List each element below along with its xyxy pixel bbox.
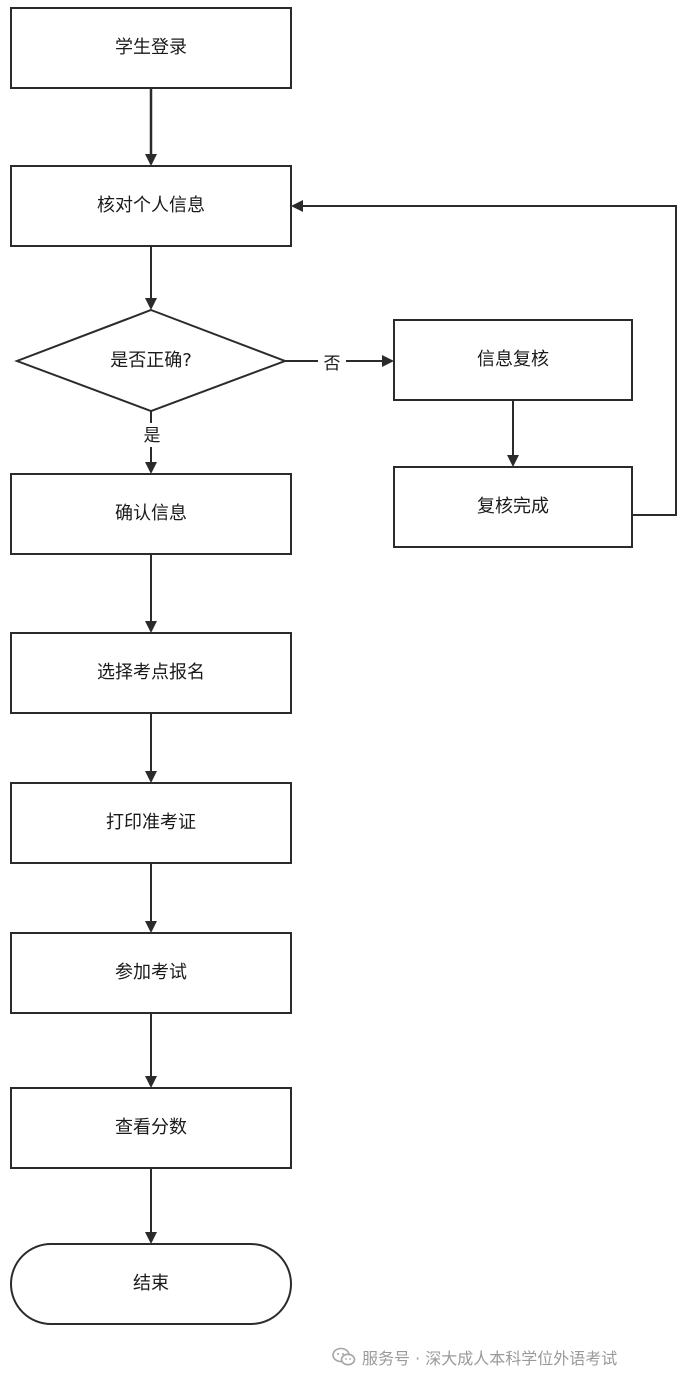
node-select-site-label: 选择考点报名: [97, 662, 205, 683]
watermark-footer: 服务号 · 深大成人本科学位外语考试: [332, 1344, 617, 1370]
node-login: 学生登录: [10, 7, 292, 89]
node-take-exam-label: 参加考试: [115, 962, 187, 983]
edge-no-label: 否: [324, 354, 341, 374]
node-print-ticket-label: 打印准考证: [106, 812, 196, 833]
node-end: 结束: [10, 1243, 292, 1325]
edge-yes-label: 是: [144, 426, 161, 446]
watermark-text: 服务号 · 深大成人本科学位外语考试: [362, 1349, 618, 1368]
node-verify-info: 核对个人信息: [10, 165, 292, 247]
node-decision-label: 是否正确?: [110, 350, 192, 371]
node-view-score: 查看分数: [10, 1087, 292, 1169]
node-review-done-label: 复核完成: [477, 496, 549, 517]
node-verify-info-label: 核对个人信息: [97, 195, 205, 216]
wechat-icon: [332, 1347, 356, 1366]
node-info-review: 信息复核: [393, 319, 633, 401]
node-confirm-info-label: 确认信息: [115, 503, 187, 524]
node-info-review-label: 信息复核: [477, 349, 549, 370]
edge-done-back-to-verify: [291, 200, 677, 516]
node-confirm-info: 确认信息: [10, 473, 292, 555]
node-select-site: 选择考点报名: [10, 632, 292, 714]
node-review-done: 复核完成: [393, 466, 633, 548]
node-login-label: 学生登录: [115, 37, 187, 58]
node-decision-correct: 是否正确?: [14, 308, 288, 413]
node-print-ticket: 打印准考证: [10, 782, 292, 864]
node-end-label: 结束: [133, 1273, 169, 1294]
node-view-score-label: 查看分数: [115, 1117, 187, 1138]
node-take-exam: 参加考试: [10, 932, 292, 1014]
